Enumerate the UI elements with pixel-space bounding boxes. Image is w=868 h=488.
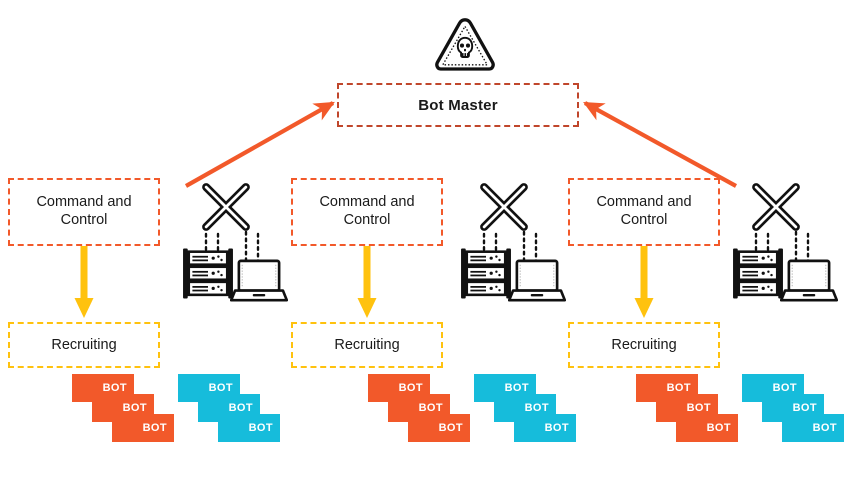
bot-stack-cyan: BOT BOT BOT (742, 374, 868, 454)
uplink-arrow-left (184, 101, 335, 188)
bot-master-box[interactable]: Bot Master (337, 83, 579, 127)
bot-stack-cyan: BOT BOT BOT (178, 374, 378, 454)
bot-stack-orange: BOT BOT BOT (368, 374, 568, 454)
cc-to-recruiting-arrow (74, 246, 94, 318)
device-cluster (722, 176, 842, 306)
bot-card[interactable]: BOT (782, 414, 844, 442)
recruiting-box[interactable]: Recruiting (291, 322, 443, 368)
skull-warning-triangle-icon (432, 14, 498, 76)
bot-card[interactable]: BOT (514, 414, 576, 442)
recruiting-label: Recruiting (51, 337, 117, 353)
recruiting-label: Recruiting (611, 337, 677, 353)
bot-card[interactable]: BOT (218, 414, 280, 442)
bot-stack-orange: BOT BOT BOT (72, 374, 272, 454)
cc-to-recruiting-arrow (357, 246, 377, 318)
bot-stack-orange: BOT BOT BOT (636, 374, 836, 454)
recruiting-box[interactable]: Recruiting (8, 322, 160, 368)
bot-stack-cyan: BOT BOT BOT (474, 374, 674, 454)
bot-master-label: Bot Master (418, 96, 498, 114)
device-cluster (450, 176, 570, 306)
bot-card[interactable]: BOT (112, 414, 174, 442)
uplink-arrow-right (583, 101, 738, 188)
device-cluster (172, 176, 292, 306)
bot-card[interactable]: BOT (676, 414, 738, 442)
recruiting-label: Recruiting (334, 337, 400, 353)
bot-card[interactable]: BOT (408, 414, 470, 442)
recruiting-box[interactable]: Recruiting (568, 322, 720, 368)
cc-to-recruiting-arrow (634, 246, 654, 318)
